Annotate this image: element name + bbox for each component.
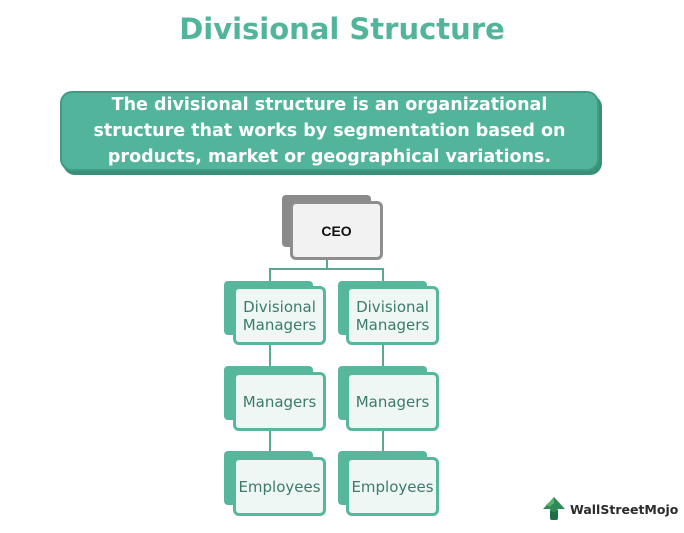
- node-label: Employees: [351, 477, 434, 496]
- brand-logo: WallStreetMojo: [542, 496, 678, 522]
- wallstreetmojo-logo-icon: [543, 497, 565, 520]
- employees-node-right: Employees: [346, 457, 439, 516]
- node-label: Managers: [242, 392, 317, 411]
- connector-left-l1: [269, 343, 271, 367]
- definition-box: The divisional structure is an organizat…: [60, 91, 599, 171]
- managers-node-left: Managers: [233, 372, 326, 431]
- employees-node-left: Employees: [233, 457, 326, 516]
- divisional-managers-node-right: Divisional Managers: [346, 286, 439, 345]
- node-label: Divisional Managers: [242, 297, 317, 334]
- connector-ceo-down: [326, 260, 328, 269]
- page-title: Divisional Structure: [179, 12, 505, 46]
- connector-right-l2: [382, 430, 384, 452]
- managers-node-right: Managers: [346, 372, 439, 431]
- node-label: Managers: [355, 392, 430, 411]
- connector-right-l1: [382, 343, 384, 367]
- definition-text: The divisional structure is an organizat…: [93, 95, 566, 167]
- connector-left-branch: [269, 268, 271, 281]
- connector-right-branch: [382, 268, 384, 281]
- node-label: Employees: [238, 477, 321, 496]
- ceo-label: CEO: [321, 222, 352, 239]
- divisional-managers-node-left: Divisional Managers: [233, 286, 326, 345]
- connector-horizontal: [269, 268, 383, 270]
- connector-left-l2: [269, 430, 271, 452]
- brand-name: WallStreetMojo: [570, 501, 679, 517]
- ceo-node: CEO: [290, 201, 383, 260]
- node-label: Divisional Managers: [355, 297, 430, 334]
